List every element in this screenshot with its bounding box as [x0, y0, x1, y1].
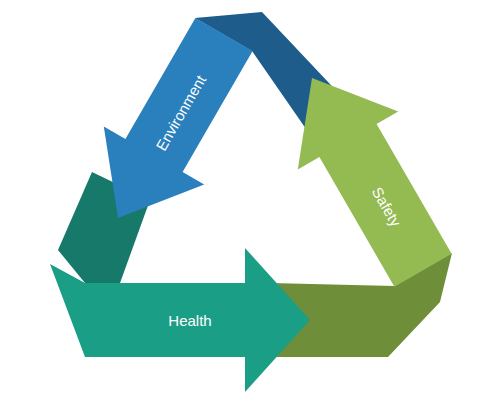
arrow-band	[104, 18, 253, 218]
arrow-band	[50, 248, 310, 392]
arrow-band	[298, 78, 452, 287]
arrow-label-box: Health	[168, 312, 211, 330]
arrow-label: Health	[168, 312, 211, 330]
arrow-label: Safety	[368, 184, 405, 230]
arrow-label: Environment	[152, 72, 210, 154]
arrow-label-box: Environment	[152, 72, 210, 154]
arrow-label-box: Safety	[368, 184, 405, 230]
